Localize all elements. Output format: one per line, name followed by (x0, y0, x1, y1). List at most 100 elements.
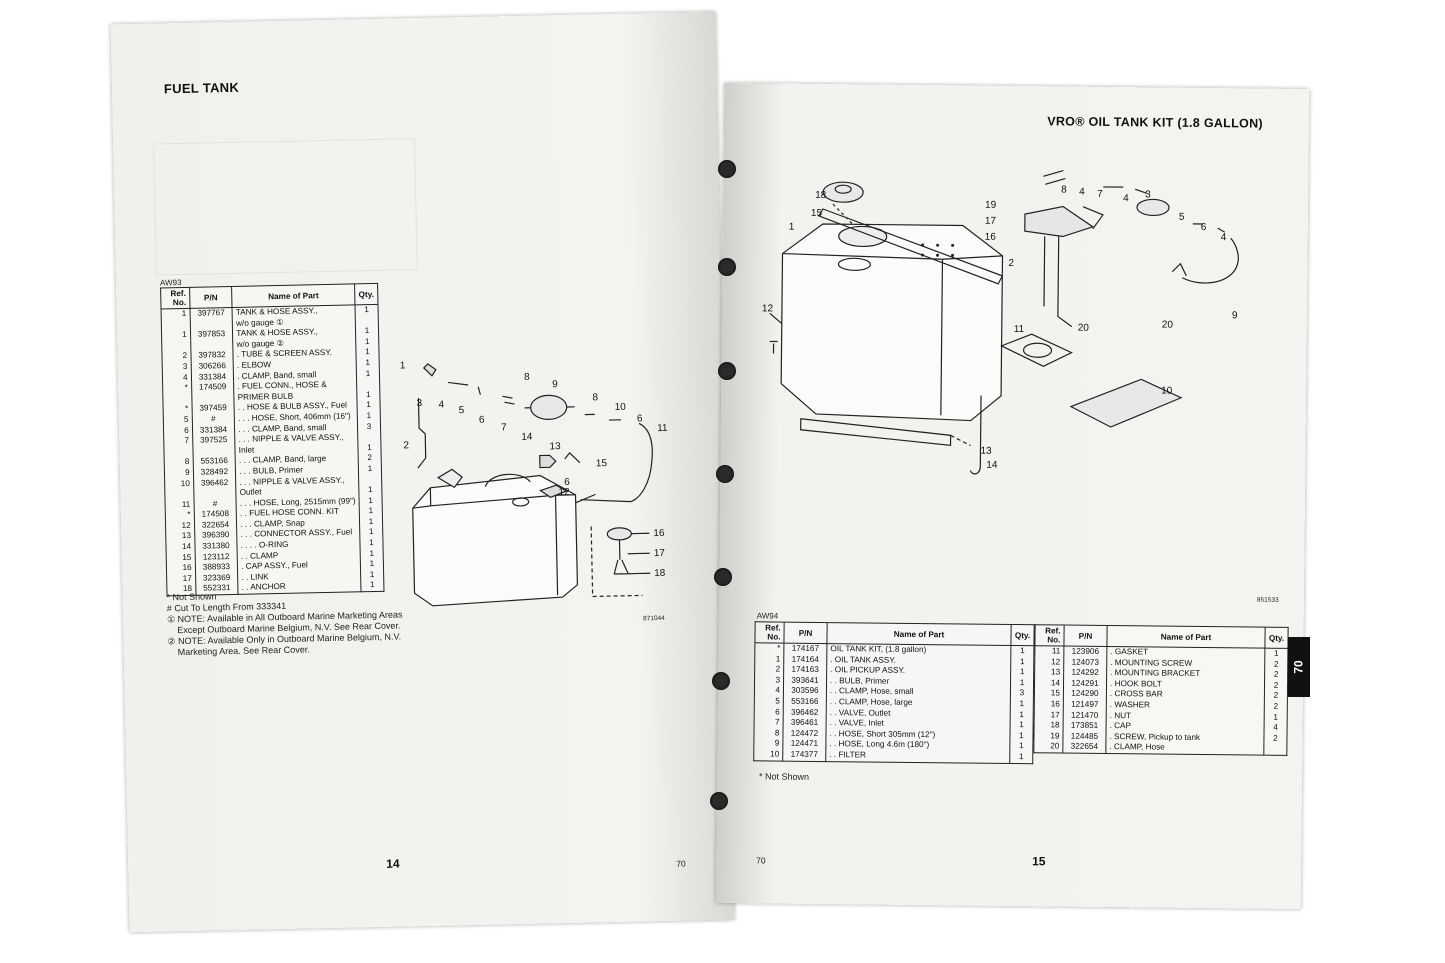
header-ref-no: Ref. No. (754, 621, 785, 644)
cell-quantity: 1 (1010, 720, 1034, 731)
cell-part-name: . CLAMP, Hose (1105, 742, 1264, 756)
cell-quantity: 1 (1264, 648, 1288, 660)
cell-part-number: 123906 (1063, 646, 1107, 658)
cell-part-number: 553166 (783, 696, 827, 708)
cell-ref-no: 9 (164, 467, 194, 479)
cell-quantity: 1 (359, 527, 383, 539)
cell-quantity: 1 (358, 484, 382, 497)
callout-18: 18 (654, 568, 666, 579)
cell-ref-no (161, 340, 191, 352)
cell-ref-no: 1 (161, 330, 191, 342)
callout-11: 11 (657, 423, 668, 434)
cell-ref-no: 13 (165, 531, 195, 543)
cell-part-number: 174163 (783, 664, 827, 676)
cell-quantity: 1 (355, 347, 380, 359)
cell-part-number: 173851 (1063, 720, 1107, 732)
cell-quantity: 1 (359, 506, 383, 518)
cell-ref-no: 3 (754, 675, 784, 686)
cell-ref-no: 6 (754, 706, 784, 718)
cell-quantity: 1 (1009, 730, 1034, 742)
callout-10: 10 (615, 402, 627, 413)
cell-quantity: 1 (360, 569, 384, 581)
cell-part-number: 124292 (1063, 667, 1107, 679)
cell-quantity: 1 (1010, 645, 1034, 657)
binder-hole (718, 258, 736, 276)
cell-ref-no: * (162, 382, 192, 395)
cell-quantity: 1 (357, 442, 382, 454)
callout-r7: 7 (1097, 189, 1103, 200)
cell-quantity: 1 (359, 495, 383, 507)
cell-quantity: 3 (357, 421, 381, 433)
cell-quantity: 2 (1264, 701, 1288, 713)
figure-code-left: 871044 (643, 614, 665, 623)
cell-quantity: 1 (356, 368, 380, 380)
callout-r16: 16 (985, 232, 997, 243)
binder-hole (712, 672, 730, 690)
cell-part-number: 121470 (1063, 710, 1107, 722)
cell-ref-no: 10 (753, 749, 783, 761)
callout-15: 15 (596, 458, 608, 469)
cell-quantity (358, 474, 382, 486)
callout-13: 13 (549, 441, 561, 452)
bleed-through-shadow (153, 138, 418, 276)
cell-part-number: 322654 (1062, 741, 1106, 754)
binder-hole (716, 465, 734, 483)
cell-quantity: 1 (359, 537, 384, 549)
callout-6: 6 (479, 415, 485, 426)
cell-ref-no: * (754, 642, 784, 655)
cell-ref-no: 17 (166, 573, 196, 585)
header-qty: Qty. (1010, 624, 1035, 646)
cell-ref-no (162, 393, 192, 405)
cell-quantity: 2 (1264, 691, 1288, 702)
cell-quantity: 1 (357, 400, 381, 412)
cell-ref-no (161, 319, 191, 331)
cell-ref-no: 8 (753, 728, 784, 739)
cell-part-number: 124472 (782, 728, 827, 740)
callout-r13: 13 (980, 446, 992, 457)
cell-quantity: 1 (355, 336, 379, 348)
cell-part-number: 396462 (783, 707, 827, 719)
section-tab-70: 70 (1288, 637, 1310, 697)
callout-r4b: 4 (1123, 193, 1129, 204)
cell-ref-no: 14 (1034, 678, 1064, 689)
cell-quantity: 1 (357, 410, 381, 422)
cell-ref-no: 5 (754, 696, 784, 708)
cell-quantity: 3 (1010, 688, 1034, 700)
cell-part-name: . . FILTER (825, 749, 1010, 764)
cell-quantity (357, 431, 381, 444)
cell-quantity: 1 (1264, 712, 1288, 724)
callout-r20b: 20 (1162, 320, 1174, 331)
cell-quantity: 2 (1264, 659, 1288, 671)
cell-ref-no: 1 (754, 653, 784, 665)
callout-14: 14 (521, 432, 533, 443)
cell-part-number: 124290 (1063, 688, 1107, 700)
callout-r5: 5 (1179, 212, 1185, 223)
cell-ref-no: 3 (162, 361, 192, 373)
cell-quantity: 2 (1264, 680, 1288, 692)
page-number-left: 14 (386, 856, 400, 871)
cell-quantity: 1 (1010, 677, 1034, 689)
callout-17: 17 (654, 548, 666, 559)
cell-part-number: 397767 (189, 307, 233, 320)
table-code-right: AW94 (756, 611, 779, 621)
header-qty-b: Qty. (1264, 627, 1289, 649)
cell-quantity: 1 (358, 463, 382, 475)
cell-ref-no: 17 (1034, 709, 1064, 721)
cell-quantity: 1 (355, 304, 379, 316)
cell-ref-no: 15 (166, 552, 196, 564)
callout-r4a: 4 (1079, 187, 1085, 198)
cell-part-number: 393641 (783, 675, 827, 687)
cell-quantity (355, 315, 379, 327)
binder-hole (718, 160, 736, 178)
callout-6c: 6 (564, 477, 570, 488)
callout-12: 12 (558, 487, 570, 498)
cell-quantity: 1 (1010, 698, 1034, 710)
callout-16: 16 (653, 528, 665, 539)
header-name-of-part: Name of Part (826, 622, 1012, 646)
binder-hole (718, 362, 736, 380)
cell-ref-no: 15 (1034, 688, 1064, 700)
